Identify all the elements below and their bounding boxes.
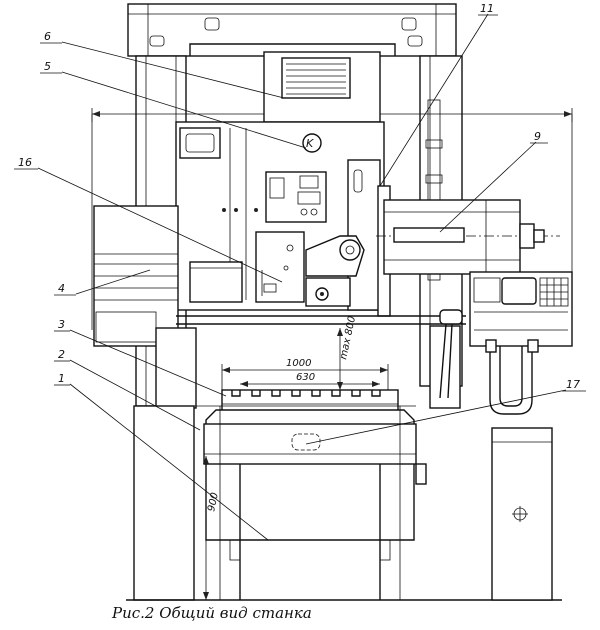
- callout-2: 2: [58, 348, 65, 361]
- knee-console: [203, 409, 427, 600]
- horizontal-arm: [376, 199, 560, 275]
- table-height-value: 900: [206, 492, 221, 513]
- figure-caption: Рис.2 Общий вид станка: [111, 604, 312, 622]
- table-dimensions: 1000 630 max 800: [221, 315, 389, 390]
- callout-16: 16: [18, 156, 32, 169]
- callout-5: 5: [44, 60, 51, 73]
- left-side-unit: [93, 205, 179, 347]
- callout-9: 9: [534, 130, 541, 143]
- electrical-cabinet: [491, 427, 553, 601]
- table-width-value: 630: [296, 372, 315, 383]
- max-height-value: max 800: [338, 315, 358, 360]
- callout-11: 11: [480, 2, 494, 15]
- svg-text:K: K: [306, 137, 314, 150]
- callout-leaders: [37, 13, 567, 541]
- table-travel-value: 1000: [286, 358, 311, 369]
- control-pendant: [469, 271, 573, 415]
- top-crossbeam: [127, 3, 457, 57]
- callout-3: 3: [58, 318, 65, 331]
- callout-numbers: 6 5 16 4 3 2 1 11 9 17: [14, 2, 586, 392]
- column-base: [155, 309, 466, 409]
- work-table: [221, 389, 399, 413]
- callout-17: 17: [566, 378, 580, 391]
- ram-slide: [305, 159, 391, 317]
- callout-1: 1: [58, 372, 65, 385]
- table-height-dimension: 900: [203, 456, 221, 600]
- pendant-keypad: [539, 277, 569, 307]
- machine-base: [126, 405, 562, 601]
- callout-4: 4: [58, 282, 65, 295]
- callout-6: 6: [44, 30, 51, 43]
